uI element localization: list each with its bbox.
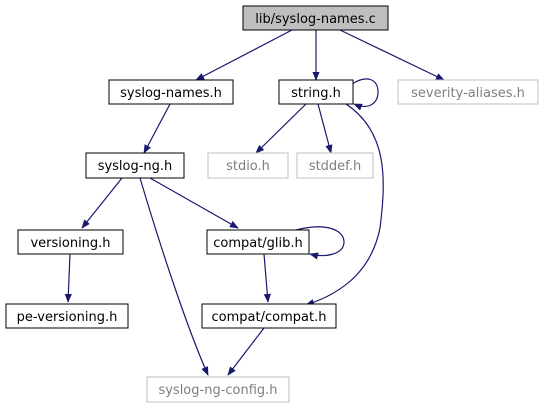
- node-compat-compat-h[interactable]: compat/compat.h: [201, 303, 337, 329]
- node-label: pe-versioning.h: [17, 310, 118, 325]
- edge-compat-compat-h-to-syslog-ng-config-h: [227, 327, 265, 376]
- edge-versioning-h-to-pe-versioning-h: [64, 253, 72, 303]
- node-lib-syslog-names-c[interactable]: lib/syslog-names.c: [242, 5, 389, 31]
- node-syslog-names-h[interactable]: syslog-names.h: [108, 79, 234, 105]
- node-label: lib/syslog-names.c: [255, 12, 376, 27]
- node-stddef-h: stddef.h: [296, 152, 374, 179]
- edge-compat-glib-h-self-loop: [295, 226, 345, 260]
- node-compat-glib-h[interactable]: compat/glib.h: [206, 229, 310, 255]
- edge-string-h-self-loop: [351, 78, 379, 111]
- node-syslog-ng-h[interactable]: syslog-ng.h: [85, 152, 185, 179]
- node-syslog-ng-config-h: syslog-ng-config.h: [146, 376, 290, 403]
- edge-compat-glib-h-to-compat-compat-h: [263, 253, 271, 303]
- node-label: stdio.h: [226, 159, 270, 174]
- edge-string-h-to-stdio-h: [255, 103, 307, 154]
- edge-syslog-ng-h-to-versioning-h: [81, 177, 123, 229]
- node-label: syslog-ng-config.h: [158, 383, 277, 398]
- node-string-h[interactable]: string.h: [278, 79, 354, 105]
- edge-syslog-names-h-to-syslog-ng-h: [143, 103, 171, 154]
- edge-root-to-severity-aliases-h: [339, 29, 445, 81]
- node-stdio-h: stdio.h: [207, 152, 289, 179]
- edge-syslog-ng-h-to-syslog-ng-config-h: [139, 177, 209, 376]
- edges: [64, 29, 445, 376]
- node-label: compat/glib.h: [213, 236, 303, 251]
- node-label: syslog-ng.h: [98, 159, 173, 174]
- node-versioning-h[interactable]: versioning.h: [17, 229, 124, 255]
- node-label: stddef.h: [309, 159, 361, 174]
- edge-syslog-ng-h-to-compat-glib-h: [149, 177, 239, 229]
- node-severity-aliases-h: severity-aliases.h: [397, 79, 539, 105]
- node-label: compat/compat.h: [212, 310, 327, 325]
- edge-string-h-to-stddef-h: [317, 103, 333, 154]
- node-label: severity-aliases.h: [411, 86, 525, 101]
- node-label: syslog-names.h: [120, 86, 222, 101]
- node-label: versioning.h: [30, 236, 110, 251]
- edge-string-h-to-compat-compat-h: [305, 103, 384, 306]
- node-pe-versioning-h[interactable]: pe-versioning.h: [5, 303, 129, 329]
- edge-root-to-syslog-names-h: [195, 29, 293, 81]
- node-label: string.h: [291, 86, 341, 101]
